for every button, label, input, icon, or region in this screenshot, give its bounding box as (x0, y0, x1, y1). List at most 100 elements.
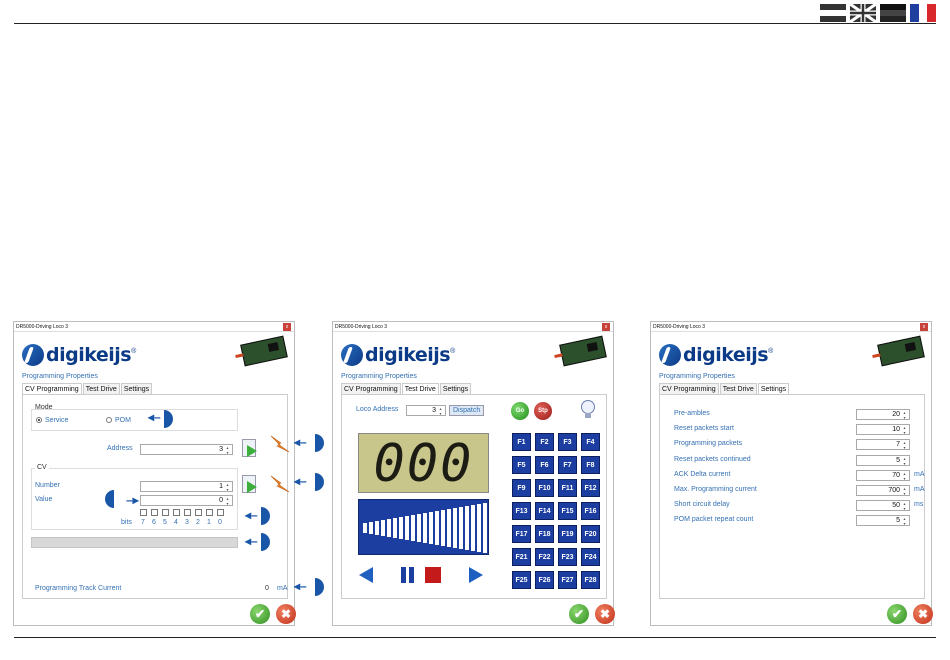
programming-properties-label: Programming Properties (22, 373, 98, 380)
french-flag-icon[interactable] (910, 4, 936, 22)
function-key-f13[interactable]: F13 (512, 502, 531, 520)
mode-service-radio[interactable]: Service (36, 417, 68, 424)
function-key-f7[interactable]: F7 (558, 456, 577, 474)
function-key-f16[interactable]: F16 (581, 502, 600, 520)
function-key-f25[interactable]: F25 (512, 571, 531, 589)
tab-cv-programming[interactable]: CV Programming (659, 383, 719, 394)
function-key-f18[interactable]: F18 (535, 525, 554, 543)
decoder-image (240, 335, 288, 367)
dispatch-button[interactable]: Dispatch (449, 405, 485, 416)
light-bulb-icon[interactable] (580, 399, 596, 421)
function-key-f2[interactable]: F2 (535, 433, 554, 451)
setting-value-input[interactable]: 5 (856, 515, 910, 527)
tab-settings[interactable]: Settings (120, 383, 153, 394)
setting-value-input[interactable]: 5 (856, 454, 910, 466)
setting-label: Max. Programming current (674, 486, 757, 493)
tab-test-drive[interactable]: Test Drive (82, 383, 120, 394)
loco-address-input[interactable]: 3 (406, 405, 446, 416)
bit-0-checkbox[interactable] (217, 509, 224, 516)
function-key-f4[interactable]: F4 (581, 433, 600, 451)
write-address-button[interactable] (242, 439, 260, 461)
function-key-f17[interactable]: F17 (512, 525, 531, 543)
tab-bar: CV Programming Test Drive Settings (659, 383, 790, 395)
dutch-flag-icon[interactable] (820, 4, 846, 22)
function-key-f6[interactable]: F6 (535, 456, 554, 474)
bit-label: 4 (174, 519, 178, 526)
tab-test-drive[interactable]: Test Drive (401, 383, 439, 395)
uk-flag-icon[interactable] (850, 4, 876, 22)
close-button[interactable]: x (283, 323, 291, 331)
settings-panel: Pre-ambles20Reset packets start10Program… (659, 394, 925, 599)
function-key-f22[interactable]: F22 (535, 548, 554, 566)
bit-3-checkbox[interactable] (184, 509, 191, 516)
function-key-f9[interactable]: F9 (512, 479, 531, 497)
function-key-f1[interactable]: F1 (512, 433, 531, 451)
bit-6-checkbox[interactable] (151, 509, 158, 516)
stop-button[interactable]: Stp (534, 402, 552, 420)
address-input[interactable]: 3 (140, 444, 233, 455)
function-key-f15[interactable]: F15 (558, 502, 577, 520)
ok-button[interactable]: ✔ (250, 604, 270, 624)
cancel-button[interactable]: ✖ (276, 604, 296, 624)
tab-cv-programming[interactable]: CV Programming (341, 383, 401, 394)
tab-cv-programming[interactable]: CV Programming (22, 383, 82, 395)
bit-5-checkbox[interactable] (162, 509, 169, 516)
cancel-button[interactable]: ✖ (913, 604, 933, 624)
read-address-bolt-icon[interactable] (270, 435, 290, 453)
mode-pom-radio[interactable]: POM (106, 417, 131, 424)
pause-icon[interactable] (400, 566, 416, 584)
go-button[interactable]: Go (511, 402, 529, 420)
bit-4-checkbox[interactable] (173, 509, 180, 516)
cv-number-input[interactable]: 1 (140, 481, 233, 492)
forward-icon[interactable] (468, 566, 484, 584)
ok-button[interactable]: ✔ (569, 604, 589, 624)
close-button[interactable]: x (920, 323, 928, 331)
close-button[interactable]: x (602, 323, 610, 331)
function-key-f21[interactable]: F21 (512, 548, 531, 566)
function-key-f5[interactable]: F5 (512, 456, 531, 474)
bit-7-checkbox[interactable] (140, 509, 147, 516)
setting-value-input[interactable]: 10 (856, 424, 910, 436)
speed-bars-icon (363, 503, 487, 553)
arrow-left-icon: ◂– (294, 579, 307, 593)
setting-value-input[interactable]: 20 (856, 409, 910, 420)
german-flag-icon[interactable] (880, 4, 906, 22)
cv-value-input[interactable]: 0 (140, 495, 233, 506)
logo-mark-icon (22, 344, 44, 366)
function-key-f28[interactable]: F28 (581, 571, 600, 589)
setting-unit: mA (914, 470, 925, 478)
setting-value-input[interactable]: 700 (856, 485, 910, 496)
function-key-f14[interactable]: F14 (535, 502, 554, 520)
speed-slider[interactable] (358, 499, 489, 555)
function-key-f12[interactable]: F12 (581, 479, 600, 497)
reverse-icon[interactable] (358, 566, 374, 584)
function-key-f24[interactable]: F24 (581, 548, 600, 566)
function-key-f20[interactable]: F20 (581, 525, 600, 543)
function-key-f23[interactable]: F23 (558, 548, 577, 566)
function-key-f8[interactable]: F8 (581, 456, 600, 474)
logo-mark-icon (659, 344, 681, 366)
write-cv-button[interactable] (242, 475, 260, 497)
read-cv-bolt-icon[interactable] (270, 475, 290, 493)
function-key-f27[interactable]: F27 (558, 571, 577, 589)
function-key-f10[interactable]: F10 (535, 479, 554, 497)
ok-button[interactable]: ✔ (887, 604, 907, 624)
callout-marker (157, 410, 173, 428)
bit-1-checkbox[interactable] (206, 509, 213, 516)
function-key-f19[interactable]: F19 (558, 525, 577, 543)
tab-settings[interactable]: Settings (757, 383, 790, 395)
tab-settings[interactable]: Settings (439, 383, 472, 394)
tab-test-drive[interactable]: Test Drive (719, 383, 757, 394)
stop-square-icon[interactable] (424, 566, 442, 584)
bit-2-checkbox[interactable] (195, 509, 202, 516)
callout-marker (308, 578, 324, 596)
function-key-f3[interactable]: F3 (558, 433, 577, 451)
setting-value-input[interactable]: 7 (856, 439, 910, 451)
speed-display-value: 000 (373, 434, 474, 494)
setting-value-input[interactable]: 50 (856, 500, 910, 512)
function-key-f11[interactable]: F11 (558, 479, 577, 497)
setting-value-input[interactable]: 70 (856, 469, 910, 481)
function-key-f26[interactable]: F26 (535, 571, 554, 589)
address-label: Address (107, 445, 133, 452)
cancel-button[interactable]: ✖ (595, 604, 615, 624)
